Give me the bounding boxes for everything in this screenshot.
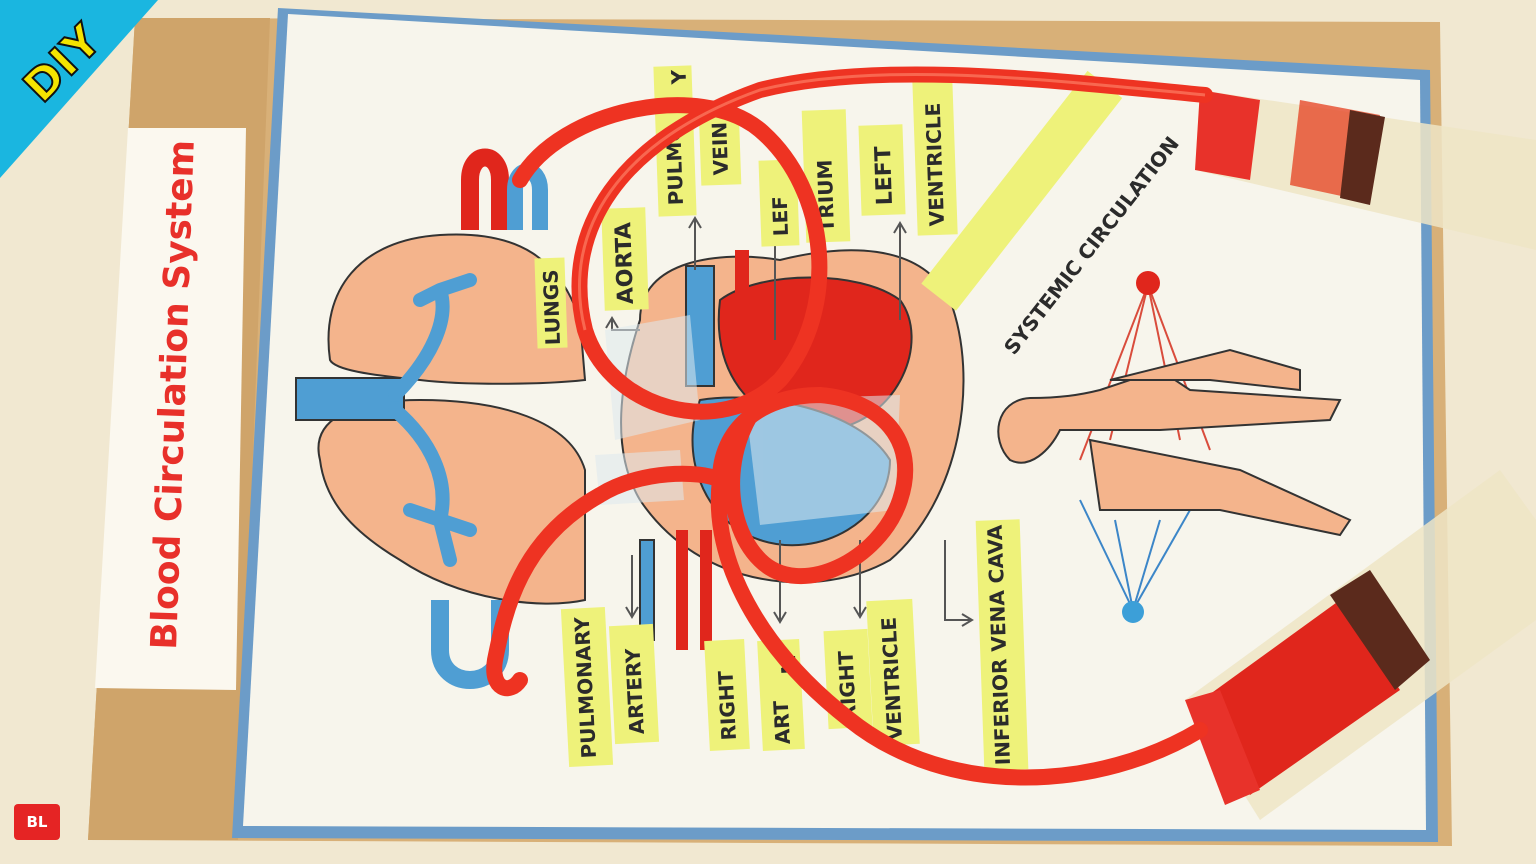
diy-badge-text: DIY xyxy=(13,13,113,113)
label-lungs: LUNGS xyxy=(538,269,565,346)
tube-highlight xyxy=(577,72,1206,331)
label-right-atrium-1: RIGHT xyxy=(713,670,741,741)
channel-logo: BL xyxy=(14,804,60,840)
syringe-top xyxy=(1195,90,1536,250)
human-figure xyxy=(997,271,1352,623)
label-aorta: AORTA xyxy=(611,222,639,305)
diy-badge-background xyxy=(0,0,158,178)
label-left-ventricle-2: VENTRICLE xyxy=(921,102,949,226)
syringe-bottom xyxy=(1185,470,1536,820)
label-pulmonary-artery-2: ARTERY xyxy=(620,647,648,735)
label-left-atrium-1: LEF xyxy=(768,196,793,237)
label-right-atrium-2: ART xyxy=(769,700,795,745)
lungs-drawing xyxy=(295,233,587,605)
title-card xyxy=(95,128,246,690)
label-pulmonary-vein-2: VEIN xyxy=(707,122,733,176)
label-left-ventricle-1: LEFT xyxy=(871,146,898,206)
label-pulmonary-vein-1b: Y xyxy=(666,69,691,86)
diy-badge: DIY xyxy=(0,0,150,150)
